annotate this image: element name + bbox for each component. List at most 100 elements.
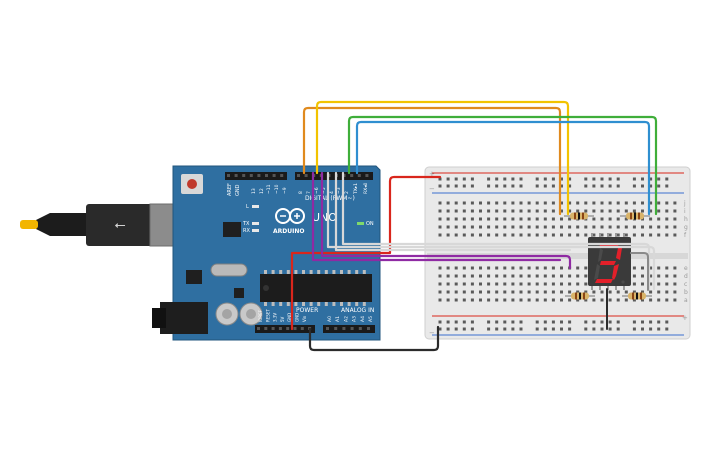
- breadboard-rail-hole[interactable]: [519, 184, 523, 188]
- breadboard-rail-hole[interactable]: [511, 327, 515, 331]
- breadboard-hole[interactable]: [462, 233, 466, 237]
- header-pin[interactable]: [293, 327, 297, 330]
- breadboard-hole[interactable]: [584, 298, 588, 302]
- breadboard-rail-hole[interactable]: [462, 184, 466, 188]
- breadboard-rail-hole[interactable]: [592, 327, 596, 331]
- header-pin[interactable]: [242, 174, 246, 177]
- breadboard-hole[interactable]: [592, 217, 596, 221]
- breadboard-hole[interactable]: [511, 225, 515, 229]
- breadboard-hole[interactable]: [649, 201, 653, 205]
- breadboard-hole[interactable]: [600, 217, 604, 221]
- breadboard-rail-hole[interactable]: [657, 327, 661, 331]
- resistor[interactable]: [564, 212, 594, 220]
- breadboard-hole[interactable]: [527, 217, 531, 221]
- breadboard-rail-hole[interactable]: [535, 184, 539, 188]
- breadboard-hole[interactable]: [487, 201, 491, 205]
- breadboard-hole[interactable]: [446, 201, 450, 205]
- breadboard-rail-hole[interactable]: [511, 184, 515, 188]
- wire-blue[interactable]: [355, 120, 651, 216]
- breadboard-hole[interactable]: [519, 233, 523, 237]
- breadboard-hole[interactable]: [616, 209, 620, 213]
- breadboard-rail-hole[interactable]: [438, 327, 442, 331]
- breadboard-hole[interactable]: [543, 290, 547, 294]
- breadboard-rail-hole[interactable]: [657, 177, 661, 181]
- breadboard-hole[interactable]: [470, 298, 474, 302]
- breadboard-hole[interactable]: [519, 209, 523, 213]
- breadboard-hole[interactable]: [495, 274, 499, 278]
- breadboard-rail-hole[interactable]: [641, 184, 644, 188]
- breadboard-hole[interactable]: [657, 225, 661, 229]
- breadboard-hole[interactable]: [568, 201, 572, 205]
- breadboard-hole[interactable]: [673, 201, 677, 205]
- breadboard-hole[interactable]: [454, 225, 458, 229]
- breadboard-rail-hole[interactable]: [649, 177, 653, 181]
- breadboard-hole[interactable]: [454, 233, 458, 237]
- breadboard-rail-hole[interactable]: [584, 177, 588, 181]
- breadboard-rail-hole[interactable]: [495, 320, 499, 324]
- breadboard-hole[interactable]: [616, 233, 620, 237]
- reset-button[interactable]: [187, 179, 197, 189]
- breadboard-hole[interactable]: [479, 233, 482, 237]
- header-pin[interactable]: [357, 174, 361, 177]
- breadboard-rail-hole[interactable]: [560, 184, 563, 188]
- breadboard-hole[interactable]: [503, 298, 507, 302]
- breadboard-hole[interactable]: [527, 209, 531, 213]
- breadboard-hole[interactable]: [624, 290, 628, 294]
- breadboard-hole[interactable]: [470, 282, 474, 286]
- breadboard-hole[interactable]: [600, 225, 604, 229]
- breadboard-rail-hole[interactable]: [600, 184, 604, 188]
- breadboard-hole[interactable]: [535, 225, 539, 229]
- breadboard-hole[interactable]: [543, 282, 547, 286]
- breadboard-hole[interactable]: [600, 290, 604, 294]
- breadboard-hole[interactable]: [479, 290, 482, 294]
- breadboard-hole[interactable]: [479, 282, 482, 286]
- breadboard-hole[interactable]: [503, 233, 507, 237]
- breadboard-hole[interactable]: [641, 282, 644, 286]
- breadboard-hole[interactable]: [470, 201, 474, 205]
- breadboard-hole[interactable]: [584, 209, 588, 213]
- breadboard-rail-hole[interactable]: [519, 327, 523, 331]
- resistor[interactable]: [620, 212, 650, 220]
- breadboard-hole[interactable]: [624, 201, 628, 205]
- breadboard-hole[interactable]: [527, 282, 531, 286]
- breadboard-rail-hole[interactable]: [632, 177, 636, 181]
- breadboard-hole[interactable]: [446, 298, 450, 302]
- breadboard-hole[interactable]: [535, 209, 539, 213]
- breadboard-hole[interactable]: [641, 225, 644, 229]
- breadboard-hole[interactable]: [487, 217, 491, 221]
- breadboard-hole[interactable]: [543, 225, 547, 229]
- breadboard-rail-hole[interactable]: [584, 184, 588, 188]
- breadboard-hole[interactable]: [462, 217, 466, 221]
- breadboard-hole[interactable]: [511, 217, 515, 221]
- breadboard-hole[interactable]: [560, 266, 563, 270]
- breadboard-hole[interactable]: [551, 201, 555, 205]
- breadboard-rail-hole[interactable]: [487, 320, 491, 324]
- breadboard-rail-hole[interactable]: [551, 184, 555, 188]
- breadboard-hole[interactable]: [576, 282, 580, 286]
- breadboard-hole[interactable]: [641, 298, 644, 302]
- breadboard-hole[interactable]: [665, 266, 669, 270]
- breadboard-hole[interactable]: [535, 233, 539, 237]
- breadboard-rail-hole[interactable]: [487, 327, 491, 331]
- breadboard-hole[interactable]: [543, 201, 547, 205]
- breadboard-hole[interactable]: [657, 233, 661, 237]
- breadboard-hole[interactable]: [527, 266, 531, 270]
- breadboard-rail-hole[interactable]: [600, 320, 604, 324]
- breadboard-rail-hole[interactable]: [560, 320, 563, 324]
- breadboard-hole[interactable]: [479, 217, 482, 221]
- breadboard-rail-hole[interactable]: [632, 184, 636, 188]
- breadboard-hole[interactable]: [624, 225, 628, 229]
- header-pin[interactable]: [342, 327, 346, 330]
- breadboard-hole[interactable]: [535, 217, 539, 221]
- breadboard-hole[interactable]: [616, 298, 620, 302]
- breadboard-hole[interactable]: [608, 298, 612, 302]
- breadboard-hole[interactable]: [560, 298, 563, 302]
- breadboard-hole[interactable]: [608, 233, 612, 237]
- breadboard-rail-hole[interactable]: [454, 320, 458, 324]
- breadboard-hole[interactable]: [543, 266, 547, 270]
- breadboard-hole[interactable]: [576, 274, 580, 278]
- breadboard-hole[interactable]: [495, 298, 499, 302]
- resistor[interactable]: [622, 292, 652, 300]
- header-pin[interactable]: [304, 174, 308, 177]
- breadboard-hole[interactable]: [503, 282, 507, 286]
